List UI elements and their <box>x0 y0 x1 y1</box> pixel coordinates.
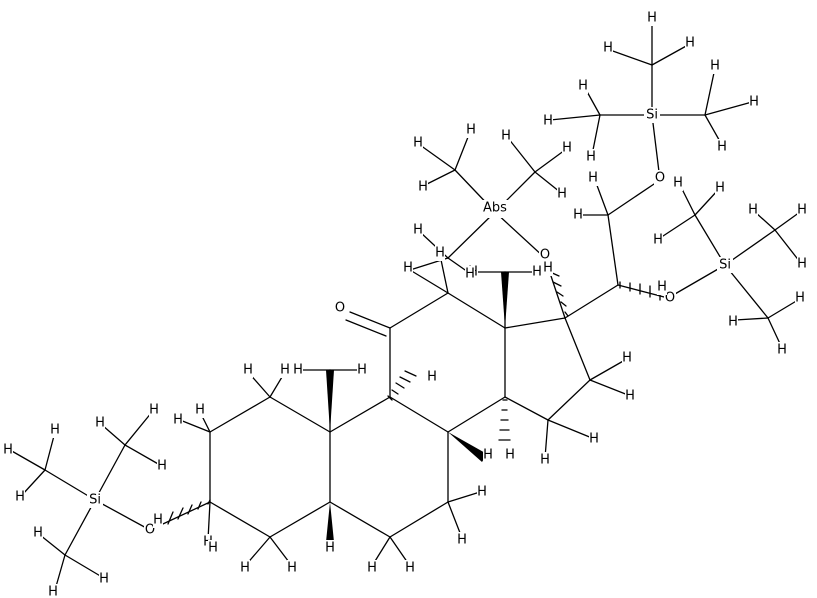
hydrogen-label-33: H <box>653 233 663 248</box>
hydrogen-label-42: H <box>413 136 423 151</box>
bond-lines <box>9 19 801 591</box>
oxygen-c20-label: O <box>665 291 675 306</box>
hydrogen-label-36: H <box>797 203 807 218</box>
hydrogen-label-31: H <box>749 95 759 110</box>
hydrogen-label-65: H <box>153 513 163 528</box>
hydrogen-label-56: H <box>33 526 43 541</box>
hydrogen-label-43: H <box>466 123 476 138</box>
hydrogen-label-14: H <box>622 351 632 366</box>
oxygen-c17-label: O <box>540 248 550 263</box>
hydrogen-label-4: H <box>195 403 205 418</box>
hydrogen-label-8: H <box>367 561 377 576</box>
hydrogen-label-30: H <box>710 59 720 74</box>
silicon-right-label: Si <box>719 258 731 273</box>
hydrogen-label-45: H <box>501 129 511 144</box>
hydrogen-label-32: H <box>717 140 727 155</box>
hydrogen-label-58: H <box>48 585 58 598</box>
hydrogen-label-19: H <box>357 363 367 378</box>
hydrogen-label-47: H <box>557 187 567 202</box>
hydrogen-label-15: H <box>625 389 635 404</box>
hydrogen-label-27: H <box>543 114 553 129</box>
hydrogen-label-63: H <box>543 261 553 276</box>
hydrogen-label-26: H <box>647 11 657 26</box>
hydrogen-label-51: H <box>15 490 25 505</box>
hydrogen-label-49: H <box>465 267 475 282</box>
hydrogen-label-18: H <box>293 363 303 378</box>
hydrogen-label-35: H <box>715 181 725 196</box>
silicon-c3-label: Si <box>89 493 101 508</box>
hydrogen-label-39: H <box>728 315 738 330</box>
hydrogen-label-52: H <box>50 423 60 438</box>
hydrogen-label-40: H <box>795 291 805 306</box>
hydrogen-label-44: H <box>418 180 428 195</box>
hydrogen-label-66: H <box>208 541 218 556</box>
hydrogen-label-7: H <box>287 561 297 576</box>
hydrogen-label-1: H <box>243 363 253 378</box>
oxygen-c3-label: O <box>145 523 155 538</box>
hydrogen-label-11: H <box>457 533 467 548</box>
hydrogen-label-59: H <box>427 370 437 385</box>
hydrogen-label-3: H <box>173 413 183 428</box>
hydrogen-label-57: H <box>99 572 109 587</box>
oxygen-ketone-label: O <box>335 301 345 316</box>
hydrogen-label-48: H <box>413 223 423 238</box>
hydrogen-label-23: H <box>573 208 583 223</box>
hydrogen-label-41: H <box>777 343 787 358</box>
hydrogen-label-10: H <box>477 485 487 500</box>
hydrogen-label-12: H <box>403 261 413 276</box>
hydrogen-label-2: H <box>280 363 290 378</box>
hydrogen-label-53: H <box>95 416 105 431</box>
hydrogen-label-60: H <box>483 448 493 463</box>
hydrogen-label-61: H <box>505 448 515 463</box>
hydrogen-label-22: H <box>588 171 598 186</box>
hydrogen-label-46: H <box>562 141 572 156</box>
hydrogen-label-64: H <box>657 280 667 295</box>
atom-labels: OOOOOSiSiSiSiAbsHHHHHHHHHHHHHHHHHHHHHHHH… <box>3 10 807 598</box>
hydrogen-label-62: H <box>325 541 335 556</box>
abs-stereo-label: Abs <box>483 201 507 216</box>
hydrogen-label-28: H <box>586 150 596 165</box>
hydrogen-label-25: H <box>685 36 695 51</box>
hydrogen-label-16: H <box>540 453 550 468</box>
hydrogen-label-24: H <box>603 41 613 56</box>
hydrogen-label-9: H <box>405 561 415 576</box>
hydrogen-label-21: H <box>532 265 542 280</box>
hydrogen-label-6: H <box>240 561 250 576</box>
silicon-top-label: Si <box>646 108 658 123</box>
hydrogen-label-37: H <box>797 257 807 272</box>
hydrogen-label-38: H <box>748 203 758 218</box>
stereo-wedges <box>167 271 661 542</box>
oxygen-c21-label: O <box>655 171 665 186</box>
hydrogen-label-29: H <box>578 79 588 94</box>
hydrogen-label-13: H <box>435 246 445 261</box>
hydrogen-label-17: H <box>589 432 599 447</box>
hydrogen-label-55: H <box>157 459 167 474</box>
hydrogen-label-54: H <box>149 403 159 418</box>
hydrogen-label-50: H <box>3 443 13 458</box>
hydrogen-label-34: H <box>673 176 683 191</box>
